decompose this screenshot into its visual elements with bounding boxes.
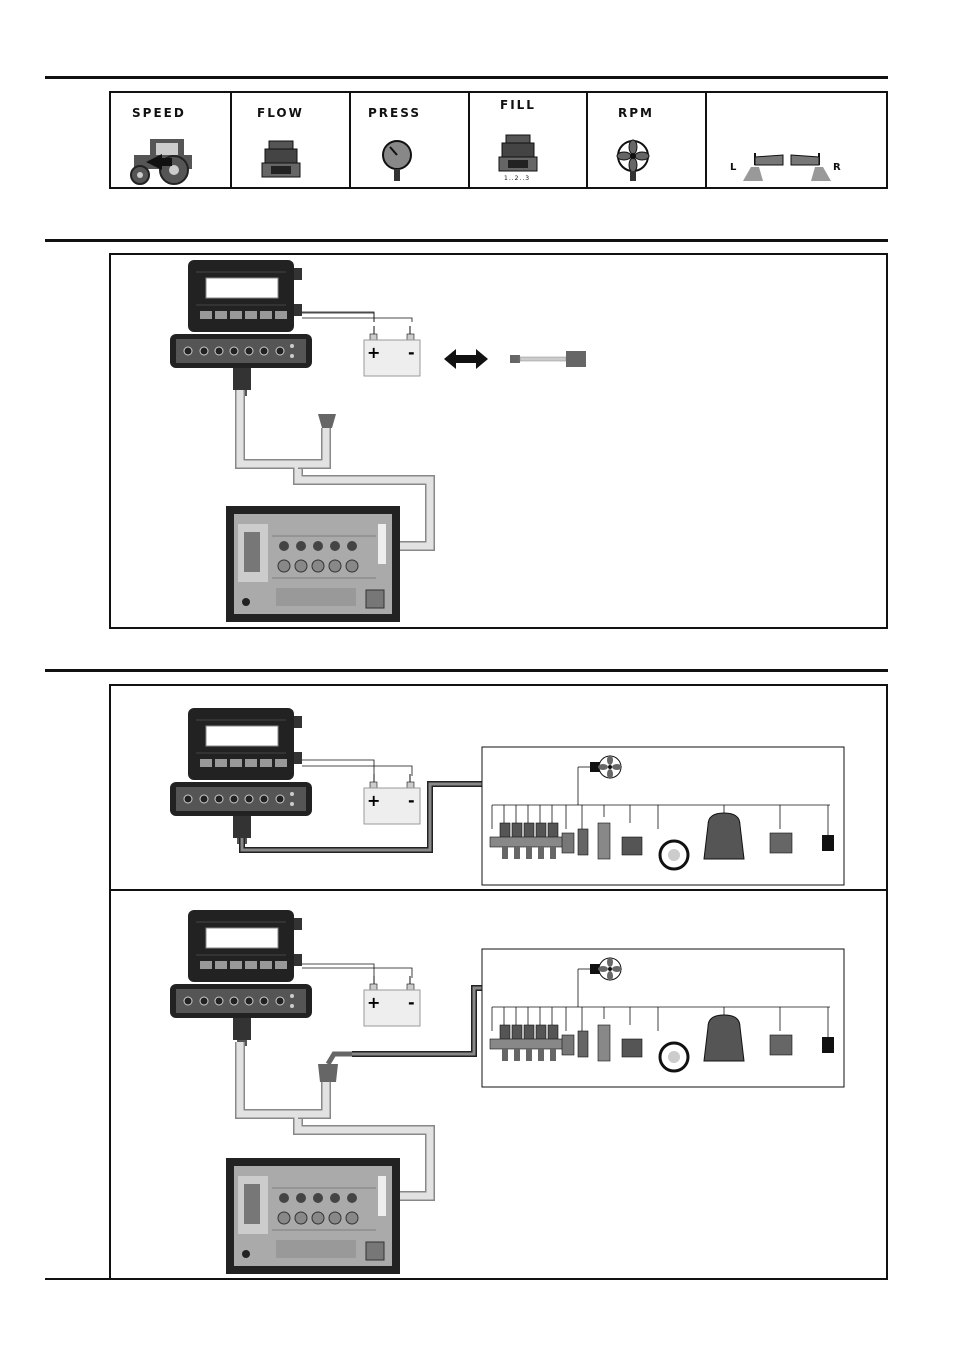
power-cable-1 [302,311,375,322]
section-rule-2 [45,239,888,242]
battery-plus-1: + [367,343,380,362]
control-box-1 [225,505,401,623]
wiring-diagram-1 [109,253,888,629]
section-rule-3 [45,669,888,672]
sensor-cell-boom: L R [707,93,888,187]
power-adapter-icon [510,351,586,367]
power-cable-2 [302,759,413,776]
fan-icon [616,139,650,181]
fill-sub-label: 1..2..3 [504,175,531,182]
console-unit-2 [169,707,313,845]
cable-splitter [318,1064,338,1082]
battery-minus-1: - [408,343,415,362]
boom-right-label: R [833,162,843,173]
control-box-2 [225,1157,401,1275]
sensor-cell-speed: SPEED [111,93,232,187]
section-rule-1 [45,76,888,79]
console-unit-3 [169,909,313,1047]
wiring-diagram-2 [109,684,888,1280]
sensor-cell-flow: FLOW [232,93,351,187]
fill-meter-icon [498,134,538,172]
cable-plug-1 [318,414,336,428]
diagram-divider [109,889,888,891]
double-arrow-icon [444,349,488,369]
battery-plus-3: + [367,993,380,1012]
sensor-label-press: PRESS [368,106,421,120]
sensor-label-rpm: RPM [618,106,654,120]
sensor-cell-fill: FILL 1..2..3 [470,93,588,187]
boom-left-label: L [730,162,739,173]
sensor-cell-press: PRESS [351,93,470,187]
sensor-label-speed: SPEED [132,106,186,120]
flow-meter-icon [261,140,301,178]
battery-minus-2: - [408,791,415,810]
console-unit-1 [169,259,313,397]
battery-plus-2: + [367,791,380,810]
sensor-label-fill: FILL [500,98,536,112]
valve-bank-1 [480,745,846,887]
tractor-icon [130,139,192,185]
valve-bank-2 [480,947,846,1089]
battery-minus-3: - [408,993,415,1012]
boom-sections-icon [743,153,831,181]
sensor-label-flow: FLOW [257,106,304,120]
sensor-strip: SPEED FLOW PRESS FILL [109,91,888,189]
power-cable-3 [302,963,413,978]
pressure-gauge-icon [382,140,412,181]
sensor-cell-rpm: RPM [588,93,707,187]
